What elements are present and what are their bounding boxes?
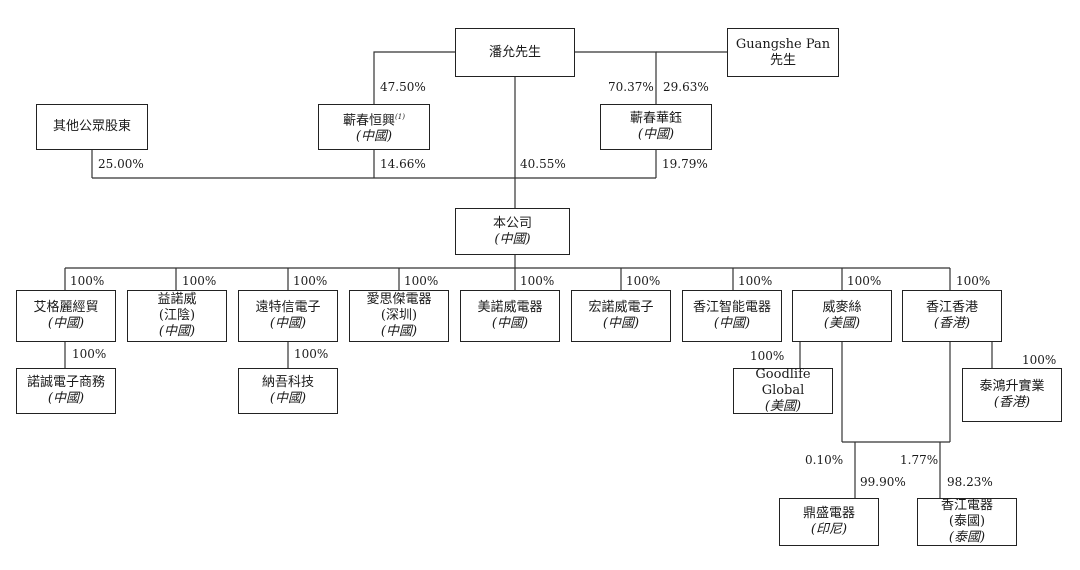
entity-location: (泰國) — [948, 530, 986, 545]
entity-name: 宏諾威電子 — [588, 300, 654, 315]
entity-location: (中國) — [158, 324, 196, 339]
pct-taihong: 100% — [1022, 353, 1057, 367]
entity-name: 香江香港 — [925, 300, 978, 315]
entity-location: (中國) — [269, 391, 307, 406]
entity-hengxing: 蘄春恒興(1) (中國) — [318, 104, 430, 150]
pct-xiangjiang-th-a: 1.77% — [900, 453, 939, 467]
entity-taihong: 泰鴻升實業 (香港) — [962, 368, 1062, 422]
entity-name: 益諾威 — [157, 292, 197, 307]
pct-pan-hengxing: 47.50% — [380, 80, 426, 94]
entity-xiangjiang-hk: 香江香港 (香港) — [902, 290, 1002, 342]
pct-yuante: 100% — [293, 274, 328, 288]
entity-name: 鼎盛電器 — [802, 506, 855, 521]
entity-location: (中國) — [380, 324, 418, 339]
entity-name: 本公司 — [492, 215, 532, 231]
entity-location: (美國) — [764, 399, 802, 414]
entity-company: 本公司 (中國) — [455, 208, 570, 255]
entity-dingsheng: 鼎盛電器 (印尼) — [779, 498, 879, 546]
entity-location: (中國) — [494, 231, 531, 247]
entity-city: (深圳) — [380, 308, 418, 323]
line-pan-to-hengxing — [373, 51, 455, 104]
footnote-mark: (1) — [395, 112, 405, 121]
entity-name: 威麥絲 — [822, 300, 862, 315]
entity-name: 美諾威電器 — [477, 300, 543, 315]
entity-location: (中國) — [637, 127, 675, 142]
pct-xiangjiang-th-b: 98.23% — [947, 475, 993, 489]
entity-location: (美國) — [823, 316, 861, 331]
pct-yinuo: 100% — [182, 274, 217, 288]
entity-name: Goodlife Global — [755, 367, 811, 398]
pct-meinuo: 100% — [520, 274, 555, 288]
entity-weimaisi: 威麥絲 (美國) — [792, 290, 892, 342]
pct-hengxing-company: 14.66% — [380, 157, 426, 171]
pct-weimaisi: 100% — [847, 274, 882, 288]
pct-aisijie: 100% — [404, 274, 439, 288]
entity-name: 艾格麗經貿 — [33, 300, 99, 315]
entity-hongnuo: 宏諾威電子 (中國) — [571, 290, 671, 342]
entity-location: (香港) — [933, 316, 971, 331]
pct-xiangjiang-smart: 100% — [738, 274, 773, 288]
entity-location: (印尼) — [810, 522, 848, 537]
pct-dingsheng-a: 0.10% — [805, 453, 844, 467]
entity-location: (中國) — [355, 129, 393, 145]
entity-location: (中國) — [47, 316, 85, 331]
entity-guangshe-pan: Guangshe Pan 先生 — [727, 28, 839, 77]
pct-goodlife: 100% — [750, 349, 785, 363]
entity-yinuo: 益諾威 (江陰) (中國) — [127, 290, 227, 342]
pct-guangshe-huayu-a: 70.37% — [608, 80, 654, 94]
entity-name: 香江智能電器 — [692, 300, 771, 315]
pct-xiangjiang-hk: 100% — [956, 274, 991, 288]
entity-location: (中國) — [713, 316, 751, 331]
entity-huayu: 蘄春華鈺 (中國) — [600, 104, 712, 150]
line-bus-drops — [64, 268, 951, 290]
entity-aige: 艾格麗經貿 (中國) — [16, 290, 116, 342]
pct-aige: 100% — [70, 274, 105, 288]
entity-name: 香江電器 — [940, 498, 993, 513]
line-pan-to-huayu — [575, 51, 657, 104]
entity-name: 其他公眾股東 — [52, 119, 131, 134]
entity-location: (中國) — [491, 316, 529, 331]
entity-location: (中國) — [47, 391, 85, 406]
pct-others-company: 25.00% — [98, 157, 144, 171]
entity-name: 蘄春恒興(1) — [343, 112, 405, 129]
pct-pan-company: 40.55% — [520, 157, 566, 171]
entity-other-shareholders: 其他公眾股東 — [36, 104, 148, 150]
entity-nawu: 納吾科技 (中國) — [238, 368, 338, 414]
entity-xiangjiang-smart: 香江智能電器 (中國) — [682, 290, 782, 342]
pct-huayu-company: 19.79% — [662, 157, 708, 171]
pct-guangshe-huayu-b: 29.63% — [663, 80, 709, 94]
entity-location: (中國) — [602, 316, 640, 331]
entity-name: 諾誠電子商務 — [26, 375, 105, 390]
entity-name: 愛思傑電器 — [366, 292, 432, 307]
entity-title: 先生 — [769, 52, 796, 68]
entity-meinuo: 美諾威電器 (中國) — [460, 290, 560, 342]
entity-city: (江陰) — [158, 308, 196, 323]
entity-nuocheng: 諾誠電子商務 (中國) — [16, 368, 116, 414]
entity-name: 泰鴻升實業 — [979, 379, 1045, 394]
entity-aisijie: 愛思傑電器 (深圳) (中國) — [349, 290, 449, 342]
entity-xiangjiang-th: 香江電器 (泰國) (泰國) — [917, 498, 1017, 546]
entity-location: (中國) — [269, 316, 307, 331]
entity-name: 潘允先生 — [488, 44, 541, 60]
pct-dingsheng-b: 99.90% — [860, 475, 906, 489]
pct-hongnuo: 100% — [626, 274, 661, 288]
pct-nuocheng: 100% — [72, 347, 107, 361]
entity-city: (泰國) — [948, 514, 986, 529]
entity-pan: 潘允先生 — [455, 28, 575, 77]
entity-name: 蘄春華鈺 — [629, 111, 682, 126]
entity-name: Guangshe Pan — [735, 36, 831, 52]
entity-name: 納吾科技 — [261, 375, 314, 390]
pct-nawu: 100% — [294, 347, 329, 361]
entity-goodlife: Goodlife Global (美國) — [733, 367, 833, 414]
entity-name: 遠特信電子 — [255, 300, 321, 315]
entity-yuante: 遠特信電子 (中國) — [238, 290, 338, 342]
entity-location: (香港) — [993, 395, 1031, 410]
